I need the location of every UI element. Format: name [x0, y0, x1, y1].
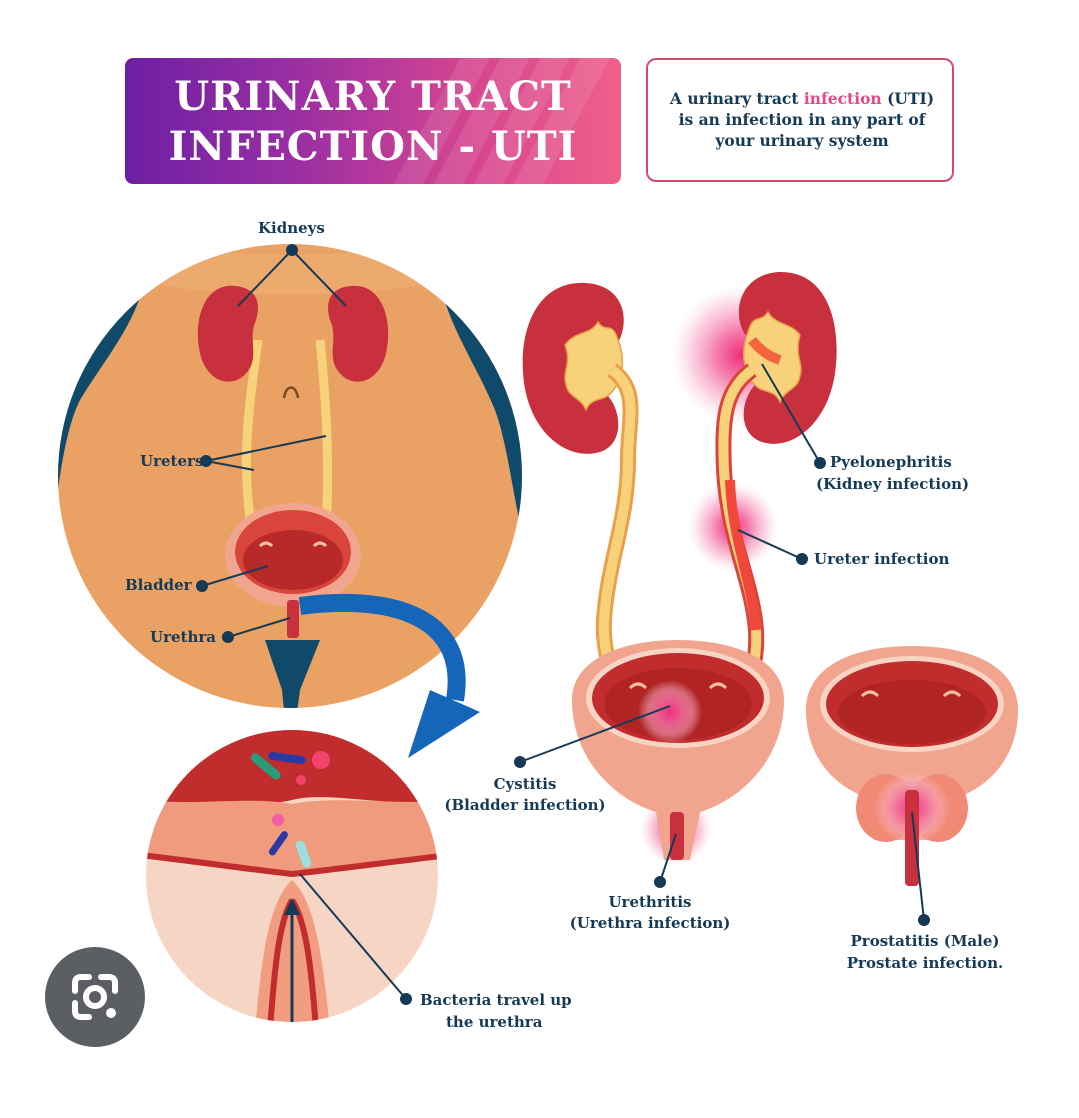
definition-line-3: your urinary system [715, 131, 889, 150]
label-bacteria: Bacteria travel up [420, 991, 572, 1009]
leader-dots [196, 244, 930, 1005]
label-pyelonephritis-sub: (Kidney infection) [816, 475, 970, 493]
page-title: URINARY TRACT INFECTION - UTI [125, 72, 621, 172]
label-prostatitis-sub: Prostate infection. [846, 954, 1004, 972]
leader-lines [201, 249, 925, 1000]
title-banner: URINARY TRACT INFECTION - UTI [125, 58, 621, 184]
definition-part-1: A urinary tract [669, 89, 804, 108]
definition-part-2: (UTI) [881, 89, 935, 108]
urinary-system-diagram [522, 271, 1018, 886]
label-bacteria-sub: the urethra [446, 1013, 543, 1031]
label-cystitis: Cystitis [493, 775, 557, 793]
label-pyelonephritis: Pyelonephritis [830, 453, 952, 471]
definition-callout: A urinary tract infection (UTI) is an in… [646, 58, 954, 182]
label-urethra: Urethra [150, 628, 216, 646]
label-prostatitis: Prostatitis (Male) [850, 932, 1000, 950]
title-line-1: URINARY TRACT [174, 73, 572, 120]
google-lens-icon [72, 974, 118, 1020]
label-cystitis-sub: (Bladder infection) [444, 796, 606, 814]
label-bladder: Bladder [125, 576, 192, 594]
label-urethritis-sub: (Urethra infection) [569, 914, 731, 932]
label-ureter-infection: Ureter infection [814, 550, 950, 568]
label-urethritis: Urethritis [608, 893, 692, 911]
definition-line-2: is an infection in any part of [678, 110, 926, 129]
definition-highlight: infection [803, 89, 882, 108]
label-kidneys: Kidneys [258, 219, 325, 237]
lens-button[interactable] [45, 947, 145, 1047]
bacteria-view [146, 730, 438, 1022]
label-ureters: Ureters [140, 452, 204, 470]
title-line-2: INFECTION - UTI [168, 123, 578, 170]
definition-text: A urinary tract infection (UTI) is an in… [658, 88, 946, 151]
